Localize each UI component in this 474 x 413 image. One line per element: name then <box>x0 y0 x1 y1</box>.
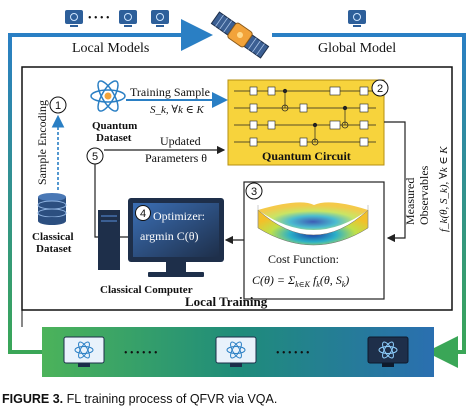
cost-function-formula: C(θ) = Σk∈K fk(θ, Sk) <box>252 273 349 289</box>
quantum-dataset-icon <box>90 80 126 112</box>
figure-caption: FIGURE 3. FL training process of QFVR vi… <box>2 392 277 406</box>
training-sample-label: Training Sample <box>130 85 210 99</box>
local-models-label: Local Models <box>72 41 149 56</box>
training-sample-math: S_k, ∀k ∈ K <box>150 104 205 116</box>
circuit-gates <box>249 86 369 147</box>
step-3-badge: 3 <box>245 182 263 200</box>
classical-computer-label: Classical Computer <box>100 284 193 296</box>
download-arrow <box>272 33 466 368</box>
optimizer-label: Optimizer: <box>153 209 205 223</box>
updated-label: Updated <box>160 134 201 148</box>
device-icon <box>63 336 105 367</box>
caption-text: FL training process of QFVR via VQA. <box>66 392 278 406</box>
local-model-icon <box>151 10 169 27</box>
cost-function-label: Cost Function: <box>268 252 339 266</box>
global-model-icon <box>348 10 366 27</box>
step-5-badge: 5 <box>86 147 104 165</box>
satellite-icon <box>210 11 270 59</box>
svg-text:4: 4 <box>140 208 146 220</box>
local-training-label: Local Training <box>185 294 268 309</box>
quantum-dataset-label: Quantum Dataset <box>92 120 140 144</box>
device-icon <box>367 336 409 367</box>
step-1-badge: 1 <box>49 96 67 114</box>
step-2-badge: 2 <box>371 79 389 97</box>
svg-text:1: 1 <box>55 100 61 112</box>
circuit-controls <box>281 88 349 146</box>
bottom-dots-left: • • • • • • <box>124 348 158 359</box>
classical-dataset-label: Classical Dataset <box>32 231 76 255</box>
quantum-circuit-label: Quantum Circuit <box>262 149 351 163</box>
local-model-icon <box>65 10 83 27</box>
svg-text:2: 2 <box>377 83 383 95</box>
measured-observables-math: f_k(θ, S_k), ∀k ∈ K <box>438 146 450 232</box>
measurement-arrow <box>384 121 406 243</box>
parameters-label: Parameters θ <box>145 151 207 165</box>
svg-text:5: 5 <box>92 151 98 163</box>
classical-dataset-icon <box>37 193 67 225</box>
global-model-label: Global Model <box>318 41 396 56</box>
cost-surface-plot <box>257 202 369 246</box>
caption-number: FIGURE 3. <box>2 392 64 406</box>
sample-encoding-label: Sample Encoding <box>35 100 49 185</box>
measured-observables-label: Measured Observables <box>403 165 431 225</box>
optimizer-argmin: argmin C(θ) <box>140 229 199 243</box>
local-model-icons <box>65 10 169 27</box>
svg-text:3: 3 <box>251 186 257 198</box>
step-4-badge: 4 <box>135 205 151 221</box>
upload-arrow <box>8 19 213 354</box>
bottom-dots-right: • • • • • • <box>276 348 310 359</box>
device-icon <box>215 336 257 367</box>
local-model-icon <box>119 10 137 27</box>
top-dots: • • • • <box>88 13 110 24</box>
